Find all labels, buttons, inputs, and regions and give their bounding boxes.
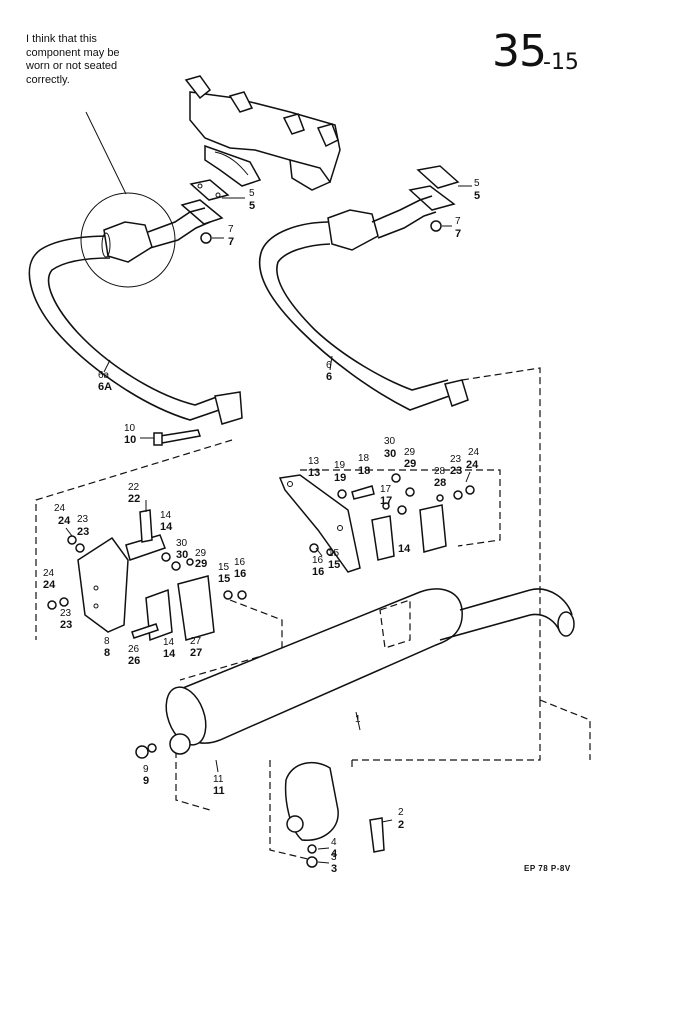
callout-28-a: 28 (434, 466, 446, 477)
callout-8-a: 8 (104, 636, 110, 647)
callout-19-a: 19 (334, 460, 346, 471)
callout-22-a: 22 (128, 482, 140, 493)
callout-30-b: 30 (384, 448, 396, 460)
callout-23-d: 23 (77, 526, 89, 538)
callout-23-c: 23 (77, 514, 89, 525)
callout-7-c: 7 (455, 216, 461, 227)
callout-15-d: 15 (218, 573, 230, 585)
callout-24-e: 24 (43, 568, 55, 579)
callout-15-a: 15 (328, 548, 340, 559)
callout-5-b: 5 (249, 200, 255, 212)
callout-7-d: 7 (455, 228, 461, 240)
callout-9-a: 9 (143, 764, 149, 775)
callout-5-c: 5 (474, 178, 480, 189)
callout-5-a: 5 (249, 188, 255, 199)
assembly-guide-lines (35, 367, 591, 861)
callout-29-d: 29 (195, 558, 207, 570)
callout-30-c: 30 (176, 538, 188, 549)
left-hanger-bracket (47, 509, 247, 642)
callout-29-b: 29 (404, 458, 416, 470)
callout-2-b: 2 (398, 819, 404, 831)
main-muffler (165, 588, 575, 755)
callout-15-c: 15 (218, 562, 230, 573)
bolt-10 (140, 429, 201, 446)
callout-14-d: 14 (163, 637, 175, 648)
callout-24-a: 24 (468, 447, 480, 458)
callout-29-c: 29 (195, 548, 207, 559)
callout-24-f: 24 (43, 579, 56, 591)
callout-14-a: 14 (398, 543, 411, 555)
annotation-circle (80, 192, 176, 288)
left-flange-gasket (180, 179, 245, 244)
callout-7-b: 7 (228, 236, 234, 248)
callout-24-c: 24 (54, 503, 66, 514)
exhaust-manifold (184, 75, 341, 191)
callout-6-a: 6 (326, 360, 332, 371)
callout-29-a: 29 (404, 447, 416, 458)
callout-4-a: 4 (331, 837, 337, 848)
annotation-leader-line (85, 111, 127, 195)
callout-16-d: 16 (234, 568, 246, 580)
clamp-parts (135, 743, 219, 773)
callout-5-d: 5 (474, 190, 480, 202)
callout-30-d: 30 (176, 549, 188, 561)
right-exhaust-pipe (258, 195, 469, 411)
callout-14-b: 14 (160, 510, 172, 521)
callout-16-c: 16 (234, 557, 246, 568)
callout-leaders (65, 471, 471, 864)
callout-16-b: 16 (312, 566, 324, 578)
callout-26-b: 26 (128, 655, 140, 667)
callout-2-a: 2 (398, 807, 404, 818)
page-number: 35 (492, 26, 547, 77)
callout-10-b: 10 (124, 434, 136, 446)
callout-1: 1 (355, 714, 361, 725)
callout-30-a: 30 (384, 436, 396, 447)
callout-3-b: 3 (331, 863, 337, 875)
callout-6A-b: 6A (98, 381, 112, 393)
callout-24-d: 24 (58, 515, 71, 527)
callout-6a-a: 6a (98, 370, 110, 381)
right-flange-gasket (408, 165, 472, 232)
callout-6-b: 6 (326, 371, 332, 383)
callout-labels: 5 5 7 7 6a 6A 10 10 5 5 7 7 6 6 13 13 19… (43, 178, 480, 875)
callout-17-b: 17 (380, 495, 392, 507)
callout-8-b: 8 (104, 647, 110, 659)
callout-17-a: 17 (380, 484, 392, 495)
callout-19-b: 19 (334, 472, 346, 484)
callout-18-b: 18 (358, 465, 370, 477)
callout-24-b: 24 (466, 459, 479, 471)
callout-13-a: 13 (308, 456, 320, 467)
callout-3-a: 3 (331, 852, 337, 863)
callout-23-e: 23 (60, 608, 72, 619)
callout-9-b: 9 (143, 775, 149, 787)
callout-27-b: 27 (190, 647, 202, 659)
callout-22-b: 22 (128, 493, 140, 505)
annotation-note: I think that this component may be worn … (26, 33, 120, 86)
reference-code: EP 78 P-8V (524, 864, 571, 873)
callout-15-b: 15 (328, 559, 340, 571)
callout-4-b: 4 (331, 848, 338, 860)
callout-11-b: 11 (213, 785, 225, 797)
callout-28-b: 28 (434, 477, 446, 489)
page-number-suffix: -15 (543, 50, 579, 75)
callout-23-b: 23 (450, 465, 462, 477)
callout-10-a: 10 (124, 423, 136, 434)
callout-13-b: 13 (308, 467, 320, 479)
callout-23-f: 23 (60, 619, 72, 631)
callout-7-a: 7 (228, 224, 234, 235)
callout-16-a: 16 (312, 555, 324, 566)
callout-14-e: 14 (163, 648, 176, 660)
callout-14-c: 14 (160, 521, 173, 533)
callout-23-a: 23 (450, 454, 462, 465)
callout-11-a: 11 (213, 774, 224, 785)
left-exhaust-pipe (28, 207, 243, 425)
callout-26-a: 26 (128, 644, 140, 655)
rear-silencer (284, 761, 385, 868)
right-hanger-bracket (278, 473, 475, 573)
annotation-highlight (80, 111, 176, 288)
callout-18-a: 18 (358, 453, 370, 464)
callout-27-a: 27 (190, 636, 202, 647)
